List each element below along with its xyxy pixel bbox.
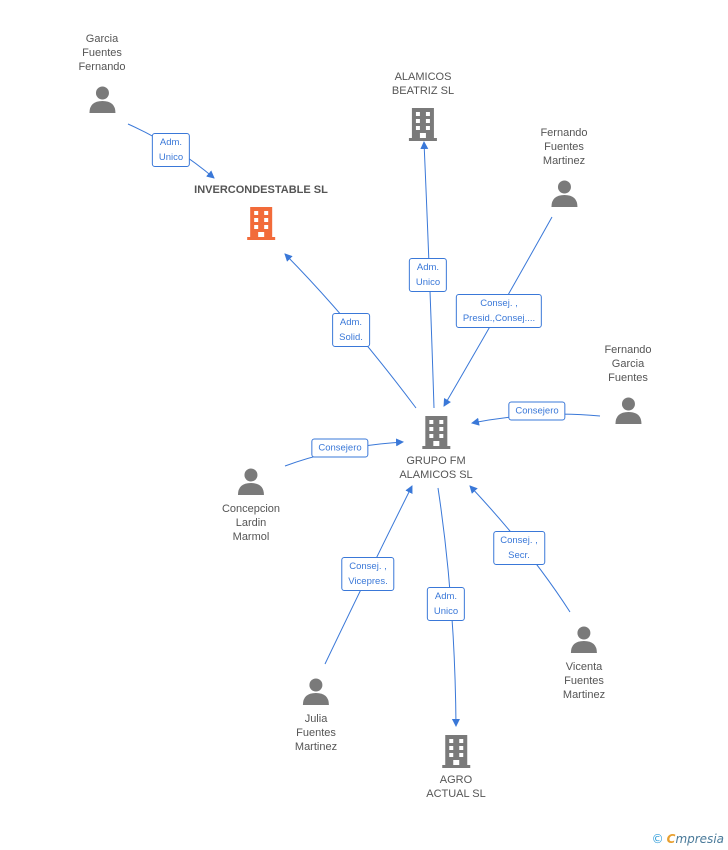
person-vicenta-fuentes-martinez[interactable]: Vicenta Fuentes Martinez [563,624,605,702]
company-name: ALAMICOS BEATRIZ SL [391,71,455,97]
person-julia-fuentes-martinez[interactable]: Julia Fuentes Martinez [295,676,337,754]
person-name: Vicenta Fuentes Martinez [562,661,606,701]
edge-label-consej-presid[interactable]: Consej. , Presid.,Consej.... [455,294,543,328]
person-icon [571,626,597,653]
edge-label-consej-vicepres[interactable]: Consej. , Vicepres. [341,557,395,591]
empresia-logo: ©Cmpresia [651,832,724,846]
building-icon [441,735,470,768]
edge-label-adm-solid[interactable]: Adm. Solid. [332,313,370,347]
person-name: Julia Fuentes Martinez [294,713,338,753]
person-icon [615,397,641,424]
building-icon [421,416,450,449]
person-concepcion-lardin-marmol[interactable]: Concepcion Lardin Marmol [222,466,280,544]
company-alamicos-beatriz[interactable]: ALAMICOS BEATRIZ SL [392,70,454,142]
company-name: INVERCONDESTABLE SL [194,184,328,196]
copyright-icon: © [651,832,664,846]
person-fernando-garcia-fuentes[interactable]: Fernando Garcia Fuentes [604,343,652,425]
company-invercondestable[interactable]: INVERCONDESTABLE SL [194,183,328,241]
person-icon [303,678,329,705]
edge-label-adm-unico[interactable]: Adm. Unico [151,133,191,167]
person-name: Garcia Fuentes Fernando [78,33,126,73]
person-name: Fernando Garcia Fuentes [604,344,652,384]
building-icon [409,108,437,141]
person-icon [238,468,264,495]
company-agro-actual[interactable]: AGRO ACTUAL SL [426,733,486,801]
edge-label-consejero[interactable]: Consejero [311,438,369,458]
person-name: Fernando Fuentes Martinez [540,127,588,167]
company-name: AGRO ACTUAL SL [426,774,486,800]
person-icon [551,180,577,207]
company-name: GRUPO FM ALAMICOS SL [399,455,473,481]
person-name: Concepcion Lardin Marmol [221,503,281,543]
person-icon [89,86,115,113]
edge-label-adm-unico[interactable]: Adm. Unico [426,587,466,621]
person-garcia-fuentes-fernando[interactable]: Garcia Fuentes Fernando [78,32,126,114]
edge-label-adm-unico[interactable]: Adm. Unico [408,258,448,292]
company-grupo-fm-alamicos[interactable]: GRUPO FM ALAMICOS SL [399,414,473,482]
edge-label-consejero[interactable]: Consejero [508,401,566,421]
building-icon [246,207,275,240]
edge-label-consej-secr[interactable]: Consej. , Secr. [493,531,545,565]
person-fernando-fuentes-martinez[interactable]: Fernando Fuentes Martinez [540,126,588,208]
